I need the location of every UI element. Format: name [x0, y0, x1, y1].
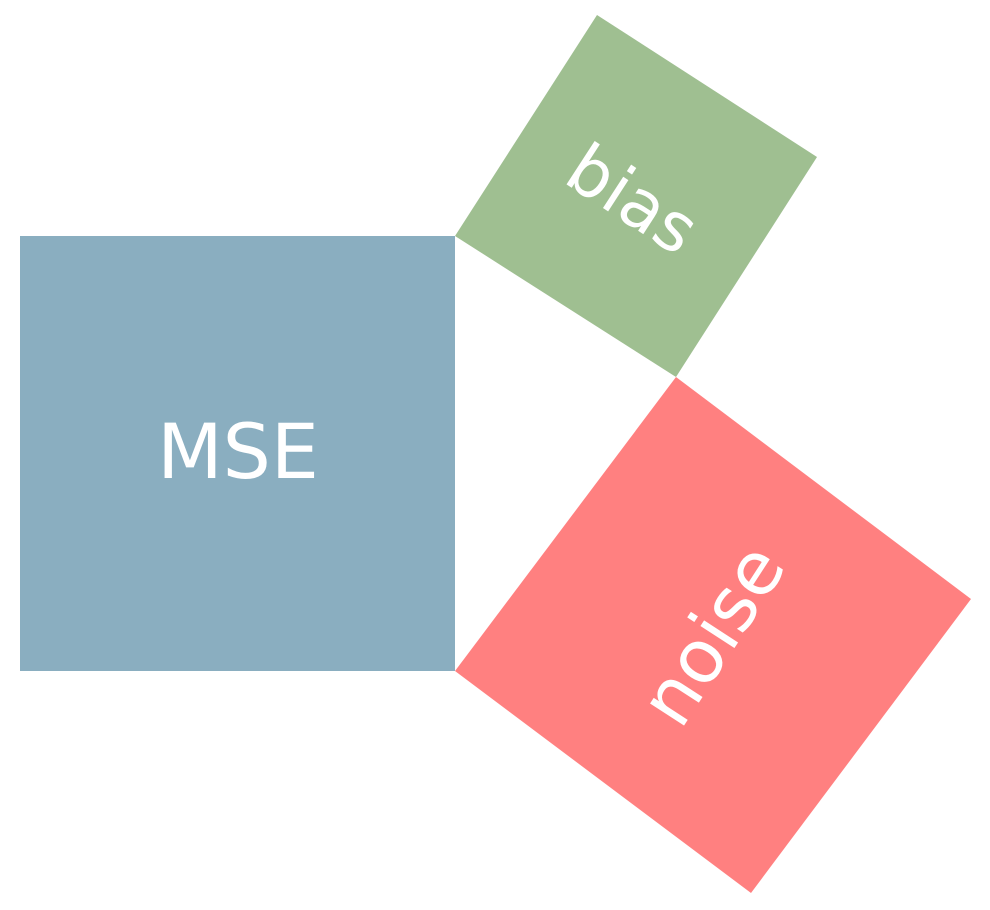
mse-square: MSE [20, 236, 455, 671]
mse-square-label: MSE [157, 407, 319, 496]
bias-square-shape [455, 15, 817, 377]
noise-square: noise [455, 377, 971, 893]
mse-square-shape [20, 236, 455, 671]
bias-square: bias [455, 15, 817, 377]
noise-square-shape [455, 377, 971, 893]
